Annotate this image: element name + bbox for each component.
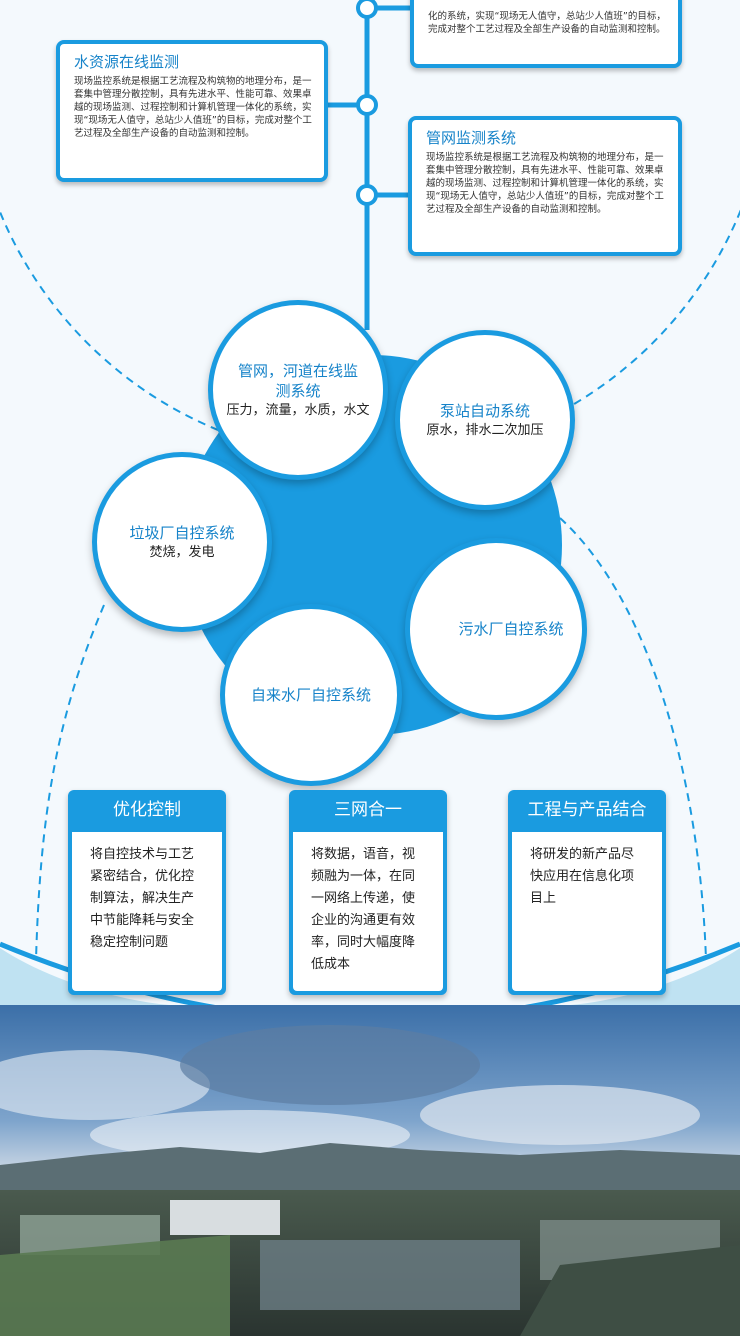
bubble-pump-title: 泵站自动系统 [439,401,530,420]
feature-optimize-control: 优化控制 将自控技术与工艺紧密结合，优化控制算法，解决生产中节能降耗与安全稳定控… [68,790,226,995]
top-system-card: 化的系统，实现“现场无人值守，总站少人值班”的目标，完成对整个工艺过程及全部生产… [410,0,682,68]
pipe-network-card: 管网监测系统 现场监控系统是根据工艺流程及构筑物的地理分布，是一套集中管理分散控… [408,116,682,256]
timeline-node-1 [356,0,378,19]
feature-engineering-product: 工程与产品结合 将研发的新产品尽快应用在信息化项目上 [508,790,666,995]
bubble-garbage-title: 垃圾厂自控系统 [129,523,235,542]
dashed-arc-left [35,604,105,961]
bubble-garbage-sub: 焚烧，发电 [149,544,215,560]
feature-three-networks: 三网合一 将数据，语音，视频融为一体，在同一网络上传递，使企业的沟通更有效率，同… [289,790,447,995]
feature-engineering-title: 工程与产品结合 [527,800,647,820]
bubble-pump-station[interactable]: 泵站自动系统 原水，排水二次加压 [395,330,575,510]
bubble-pipe-river-sub: 压力，流量，水质，水文 [226,402,370,418]
bottom-wave-left [0,948,170,1005]
bubble-sewage-plant[interactable]: 污水厂自控系统 [405,538,587,720]
water-plant-landscape-photo [0,1005,740,1336]
bubble-tap-title: 自来水厂自控系统 [250,686,371,704]
dashed-arc-right [559,517,707,961]
feature-engineering-body: 将研发的新产品尽快应用在信息化项目上 [512,832,662,991]
bubble-tap-water-plant[interactable]: 自来水厂自控系统 [220,604,402,786]
top-card-body: 化的系统，实现“现场无人值守，总站少人值班”的目标，完成对整个工艺过程及全部生产… [428,11,666,35]
bubble-garbage-plant[interactable]: 垃圾厂自控系统 焚烧，发电 [92,452,272,632]
pipe-card-title: 管网监测系统 [426,129,517,147]
feature-three-networks-body: 将数据，语音，视频融为一体，在同一网络上传递，使企业的沟通更有效率，同时大幅度降… [293,832,443,991]
water-card-body: 现场监控系统是根据工艺流程及构筑物的地理分布，是一套集中管理分散控制，具有先进水… [74,76,312,139]
bubble-pipe-river-title: 管网，河道在线监测系统 [237,361,358,400]
feature-three-networks-title: 三网合一 [334,800,402,820]
water-card-title: 水资源在线监测 [74,53,180,71]
bubble-sewage-title: 污水厂自控系统 [458,620,564,638]
feature-optimize-title: 优化控制 [113,800,181,820]
bubble-pump-sub: 原水，排水二次加压 [426,422,544,438]
pipe-card-body: 现场监控系统是根据工艺流程及构筑物的地理分布，是一套集中管理分散控制，具有先进水… [426,152,664,215]
timeline-node-2 [356,94,378,116]
timeline-node-3 [356,184,378,206]
bubble-pipe-river[interactable]: 管网，河道在线监测系统 压力，流量，水质，水文 [208,300,388,480]
bottom-wave-right [570,948,740,1005]
feature-optimize-body: 将自控技术与工艺紧密结合，优化控制算法，解决生产中节能降耗与安全稳定控制问题 [72,832,222,991]
water-resource-card: 水资源在线监测 现场监控系统是根据工艺流程及构筑物的地理分布，是一套集中管理分散… [56,40,328,182]
